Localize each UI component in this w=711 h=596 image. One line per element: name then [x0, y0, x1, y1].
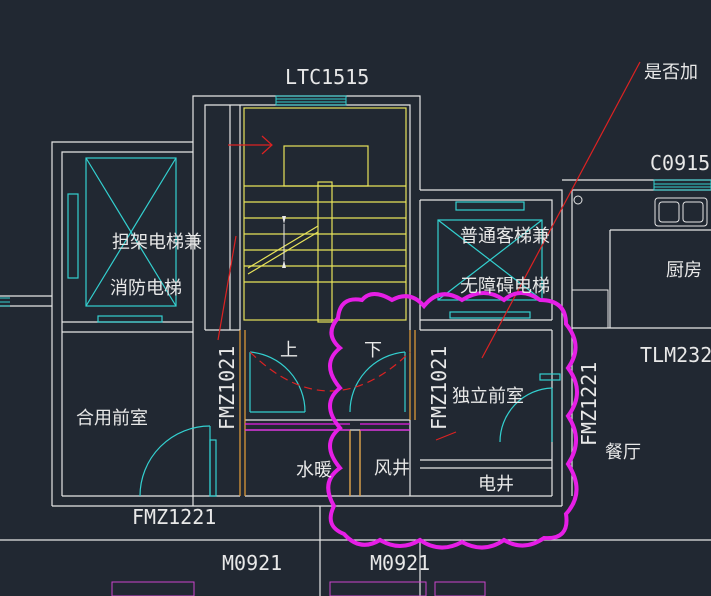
stairs: [243, 107, 407, 323]
left-edge-ticks: [0, 297, 10, 307]
window-right: [653, 179, 711, 191]
elevator-left-label-2: 消防电梯: [110, 278, 182, 299]
door-right-label: TLM232: [640, 343, 711, 367]
window-top-label: LTC1515: [285, 65, 369, 89]
door-fm-left-label: FMZ1021: [215, 346, 239, 430]
elevator-left: [67, 157, 177, 323]
window-right-label: C0915: [650, 151, 710, 175]
door-swing-dashed: [249, 351, 411, 392]
elevator-left-label-1: 担架电梯兼: [112, 232, 202, 253]
electric-shaft-label: 电井: [478, 474, 514, 495]
kitchen-label: 厨房: [666, 260, 702, 281]
stair-arrows: [282, 216, 286, 268]
water-heating-label: 水暖: [296, 460, 332, 481]
annotation-lines: [217, 61, 641, 441]
door-fm-mid-label: FMZ1021: [427, 346, 451, 430]
shared-lobby-label: 合用前室: [76, 408, 148, 429]
window-bottom-left: [111, 581, 486, 596]
window-top: [275, 95, 347, 106]
walls: [0, 95, 711, 596]
magenta-sills: [245, 423, 410, 431]
independent-lobby-label: 独立前室: [452, 386, 524, 407]
door-fm-bottom-label: FMZ1221: [132, 505, 216, 529]
stair-up-label: 上: [280, 340, 298, 361]
air-shaft-label: 风井: [374, 458, 410, 479]
revision-cloud: [326, 291, 579, 550]
elevator-right-label-2: 无障碍电梯: [460, 276, 550, 297]
elevator-right: [437, 201, 543, 319]
door-m-right-label: M0921: [370, 551, 430, 575]
kitchen-sink: [571, 195, 708, 329]
stair-down-label: 下: [364, 340, 382, 361]
door-fm-right-label: FMZ1221: [577, 362, 601, 446]
door-m-left-label: M0921: [222, 551, 282, 575]
doors: [139, 351, 561, 497]
annotation-question: 是否加: [644, 62, 698, 83]
labels: LTC1515 C0915 TLM232 是否加 担架电梯兼 消防电梯 普通客梯…: [76, 62, 711, 575]
orange-jambs: [239, 330, 416, 496]
elevator-right-label-1: 普通客梯兼: [460, 226, 550, 247]
dining-label: 餐厅: [605, 442, 641, 463]
